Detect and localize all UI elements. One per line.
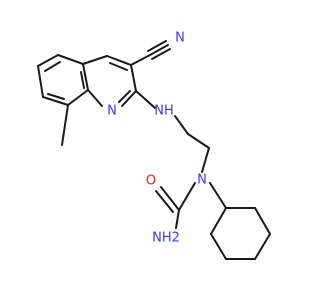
nitrile-n-label: N [175,31,185,46]
bond [106,55,132,66]
bond [121,90,137,107]
bond [130,64,137,92]
bond [67,89,89,106]
structure-svg: N N NH N O NH2 [37,31,271,260]
amine-nh-label: NH [154,104,174,119]
bond [201,147,210,173]
bond [82,63,89,91]
bond [209,182,227,209]
bond [47,93,65,100]
bond [61,104,69,146]
bond [57,54,84,65]
bond [187,133,210,149]
ring-n-label: N [107,104,117,119]
bond [42,96,69,106]
bond [210,233,227,260]
bond [160,186,180,211]
urea-n-label: N [197,173,207,188]
atom-labels: N N NH N O NH2 [107,31,207,246]
bond [82,55,108,65]
carbonyl-o-label: O [146,174,156,189]
bond [175,209,180,229]
molecule-diagram: N N NH N O NH2 [37,31,271,260]
bond [130,54,151,66]
bond [155,190,174,213]
bond [149,44,169,56]
bond [147,40,167,52]
bond [210,207,227,235]
bond [118,90,131,103]
bond [37,54,59,67]
bond [254,233,271,260]
bond [174,115,189,135]
bond [109,62,128,71]
bond [37,65,44,98]
bond [80,71,85,89]
bond [44,61,61,72]
bond [151,48,171,60]
bond [87,89,103,107]
amide-nh2-label: NH2 [152,231,180,246]
bond [178,182,196,211]
bond [135,90,156,109]
bonds [37,40,271,260]
bond [254,207,271,235]
